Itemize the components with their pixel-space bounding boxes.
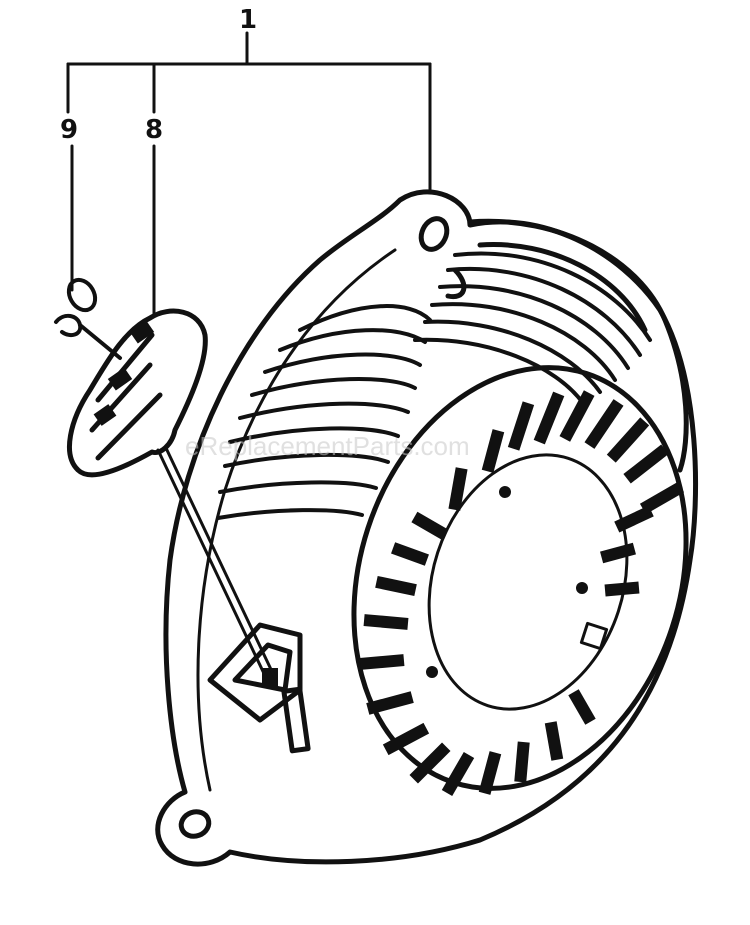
starter-rope (156, 446, 278, 684)
cover-center-hub (426, 453, 629, 711)
callout-8-label: 8 (145, 115, 163, 145)
mounting-ear-bottom (178, 809, 212, 839)
rope-coil-stripes (216, 251, 652, 520)
starter-handle (67, 308, 208, 478)
cover-vent-slots (359, 390, 685, 797)
callout-leaders (66, 31, 432, 317)
mounting-ear-top (418, 216, 467, 300)
watermark-text: eReplacementParts.com (185, 431, 470, 461)
callout-9-label: 9 (60, 115, 78, 145)
rope-knot-clip (54, 277, 122, 360)
callout-1-label: 1 (239, 5, 257, 35)
drum-rim (467, 218, 689, 473)
